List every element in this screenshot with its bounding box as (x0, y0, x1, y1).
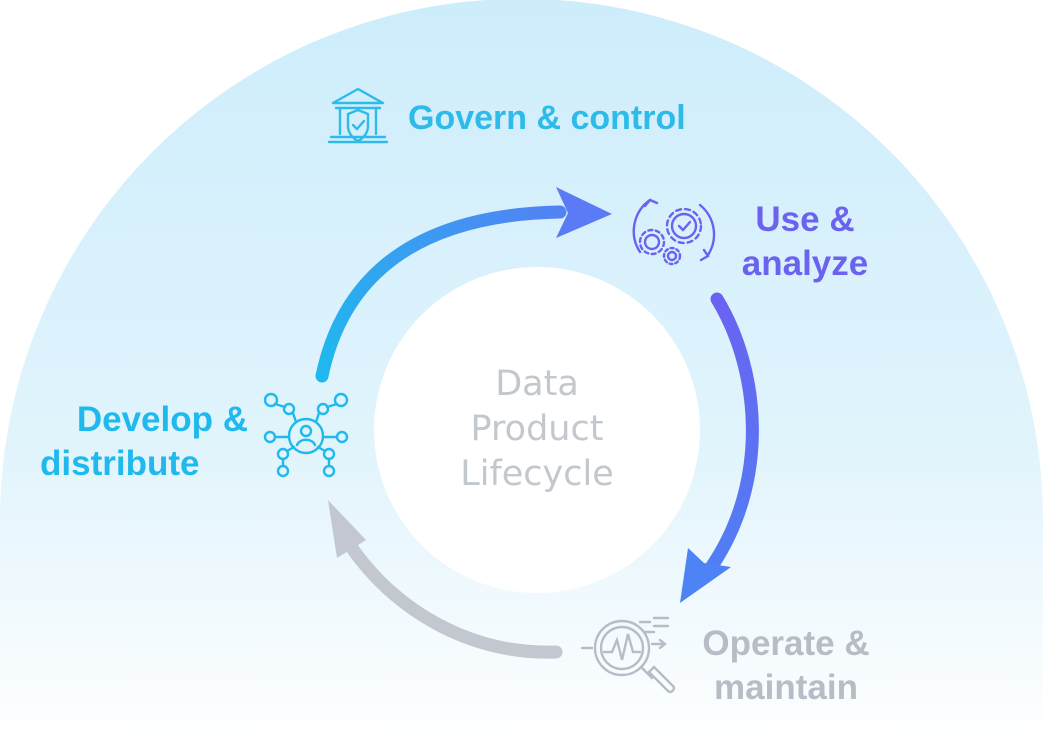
operate-label-line1: Operate & (702, 624, 870, 663)
center-circle (374, 267, 700, 593)
operate-label-line2: maintain (714, 668, 858, 707)
develop-label-line2: distribute (40, 444, 200, 483)
center-title: Data Product Lifecycle (430, 362, 644, 497)
bank-shield-icon (327, 87, 389, 144)
arrow-use-to-operate (680, 292, 759, 603)
center-title-line1: Data (495, 364, 579, 404)
stage-label-govern: Govern & control (408, 96, 686, 140)
arrow-operate-to-develop (328, 500, 563, 659)
stage-label-develop: Develop & distribute (40, 398, 248, 486)
center-title-line3: Lifecycle (460, 454, 614, 494)
use-label-line2: analyze (741, 244, 869, 283)
govern-label-text: Govern & control (408, 99, 686, 137)
gears-icon (632, 198, 716, 266)
center-title-line2: Product (470, 409, 604, 449)
magnifier-chart-icon (580, 616, 676, 694)
develop-label-line1: Develop & (76, 400, 248, 439)
network-user-icon (263, 392, 349, 478)
arrow-develop-to-use (315, 187, 612, 383)
stage-label-operate: Operate & maintain (690, 622, 882, 710)
stage-label-use: Use & analyze (730, 198, 880, 286)
use-label-line1: Use & (755, 200, 855, 239)
